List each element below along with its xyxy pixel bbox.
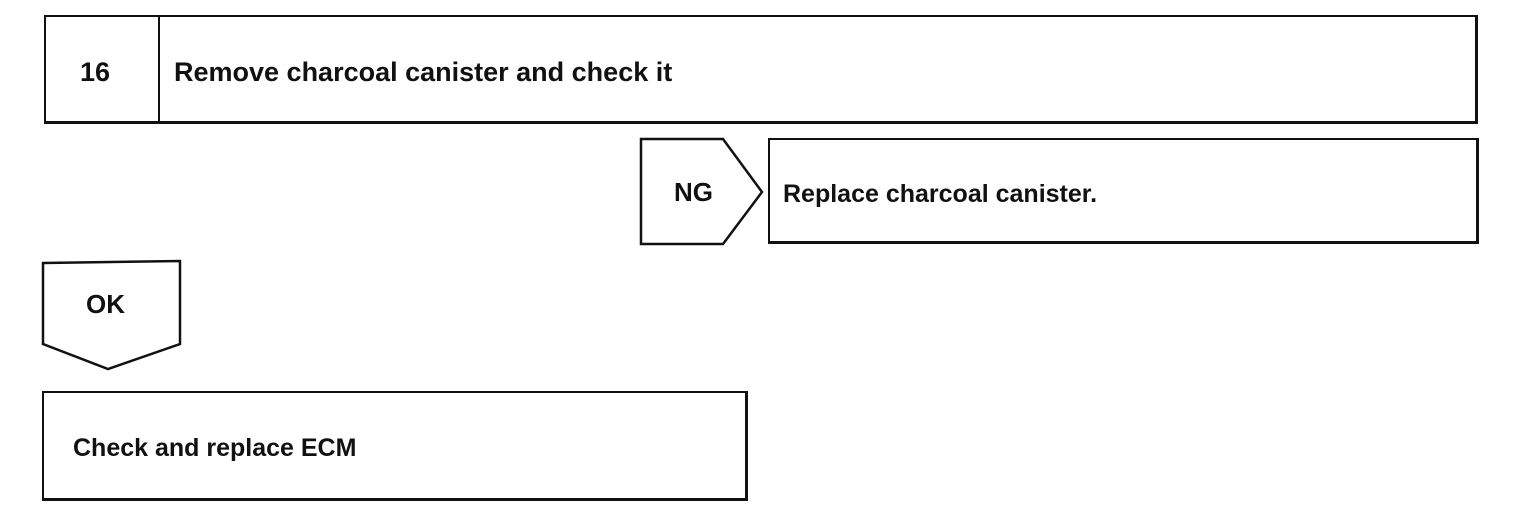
ok-arrow-shape (41, 259, 182, 371)
ng-action-box: Replace charcoal canister. (768, 138, 1479, 244)
ng-label: NG (674, 177, 713, 207)
ng-action-text: Replace charcoal canister. (783, 180, 1098, 208)
step-number: 16 (80, 57, 111, 87)
ok-action-box: Check and replace ECM (42, 391, 748, 501)
step-number-cell: 16 (46, 17, 160, 121)
ng-arrow-shape (639, 137, 764, 246)
ok-label: OK (86, 289, 125, 319)
ok-action-text: Check and replace ECM (73, 434, 357, 462)
step-title: Remove charcoal canister and check it (174, 57, 673, 87)
step-box: 16 Remove charcoal canister and check it (44, 15, 1478, 124)
